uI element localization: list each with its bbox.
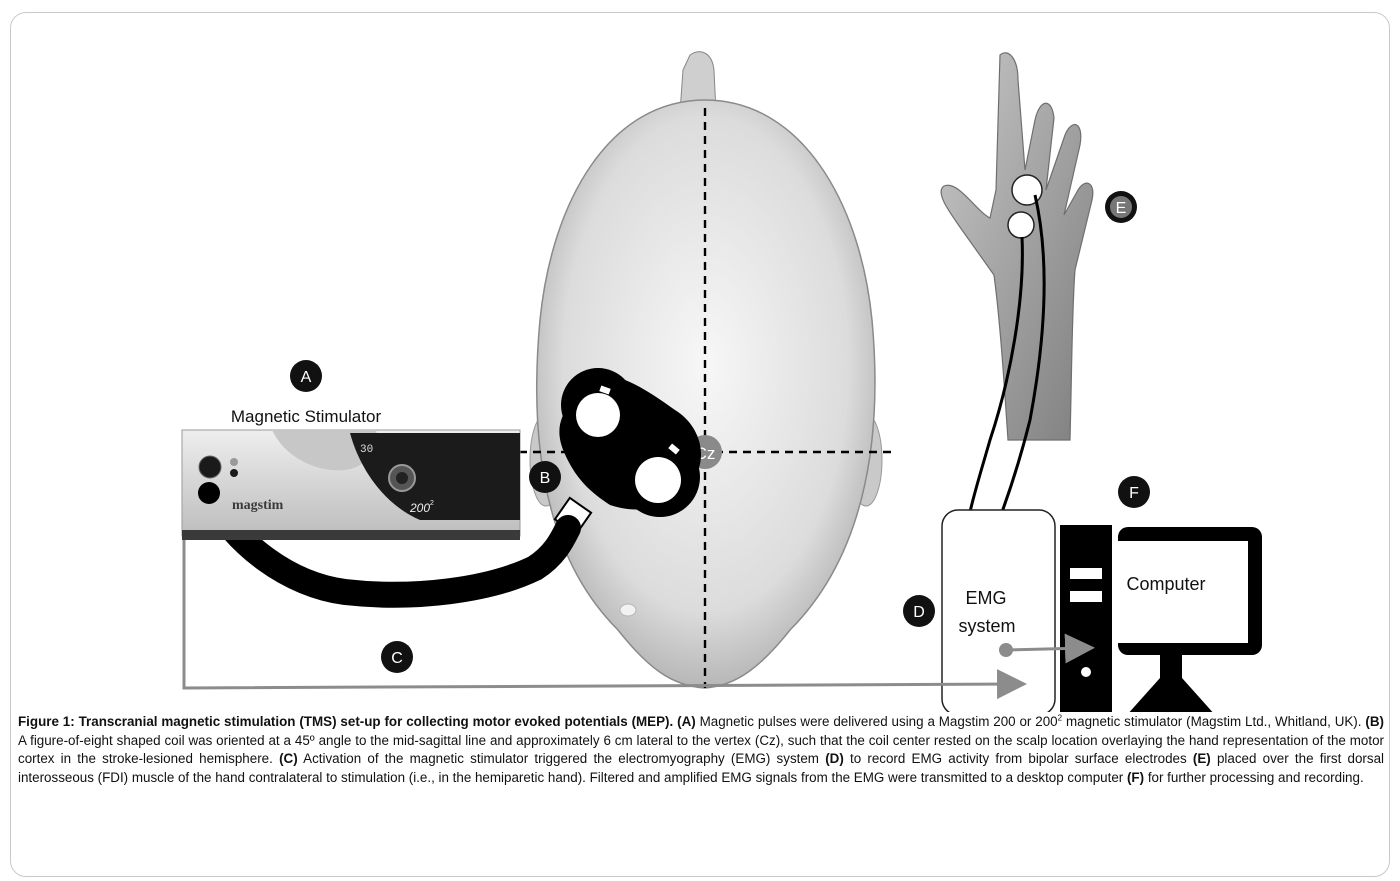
badge-c: C bbox=[381, 641, 413, 673]
stimulator-model: 200 bbox=[409, 501, 430, 515]
caption-a-sup: 2 bbox=[1058, 714, 1062, 723]
tms-setup-diagram: Cz 30 magstim 200 2 Magnetic Stimulator bbox=[0, 0, 1400, 712]
coil-hole-lower bbox=[635, 457, 681, 503]
badge-d: D bbox=[903, 595, 935, 627]
stimulator-brand: magstim bbox=[232, 498, 284, 513]
caption-f-label: (F) bbox=[1127, 770, 1144, 785]
caption-a-text-2: magnetic stimulator (Magstim Ltd., Whitl… bbox=[1066, 714, 1362, 729]
electrode-lower bbox=[1008, 212, 1034, 238]
skull-bump bbox=[620, 604, 636, 616]
magnetic-stimulator: 30 magstim 200 2 bbox=[182, 430, 520, 540]
computer-icon bbox=[1060, 525, 1262, 712]
figure-caption: Figure 1: Transcranial magnetic stimulat… bbox=[18, 713, 1384, 787]
power-button bbox=[199, 456, 221, 478]
computer-stand bbox=[1126, 678, 1216, 712]
head-top-view: Cz bbox=[505, 52, 895, 688]
stimulator-title: Magnetic Stimulator bbox=[231, 407, 382, 426]
badge-f: F bbox=[1118, 476, 1150, 508]
caption-a-label: (A) bbox=[677, 714, 696, 729]
caption-d-label: (D) bbox=[825, 751, 844, 766]
emg-label-line1: EMG bbox=[965, 588, 1006, 608]
computer-label: Computer bbox=[1126, 574, 1205, 594]
emg-system-box bbox=[942, 510, 1055, 712]
caption-b-label: (B) bbox=[1365, 714, 1384, 729]
svg-text:B: B bbox=[540, 470, 551, 487]
badge-e: E bbox=[1105, 191, 1137, 223]
stimulator-model-sup: 2 bbox=[430, 500, 434, 507]
svg-text:D: D bbox=[913, 604, 925, 621]
caption-title: Figure 1: Transcranial magnetic stimulat… bbox=[18, 714, 673, 729]
hand bbox=[941, 53, 1093, 440]
stimulator-display: 30 bbox=[360, 444, 373, 456]
coil-connector bbox=[198, 482, 220, 504]
emg-to-computer-line bbox=[1006, 648, 1086, 650]
caption-a-text-1: Magnetic pulses were delivered using a M… bbox=[700, 714, 1058, 729]
svg-text:A: A bbox=[301, 369, 312, 386]
coil-hole-upper bbox=[576, 393, 620, 437]
caption-c-label: (C) bbox=[279, 751, 298, 766]
caption-c-text: Activation of the magnetic stimulator tr… bbox=[303, 751, 819, 766]
caption-e-label: (E) bbox=[1193, 751, 1211, 766]
caption-d-text: to record EMG activity from bipolar surf… bbox=[850, 751, 1187, 766]
emg-label-line2: system bbox=[958, 616, 1015, 636]
badge-b: B bbox=[529, 461, 561, 493]
svg-text:C: C bbox=[391, 650, 403, 667]
computer-tower bbox=[1060, 525, 1112, 712]
svg-text:F: F bbox=[1129, 485, 1139, 502]
svg-text:E: E bbox=[1116, 200, 1127, 217]
badge-a: A bbox=[290, 360, 322, 392]
caption-f-text: for further processing and recording. bbox=[1148, 770, 1364, 785]
